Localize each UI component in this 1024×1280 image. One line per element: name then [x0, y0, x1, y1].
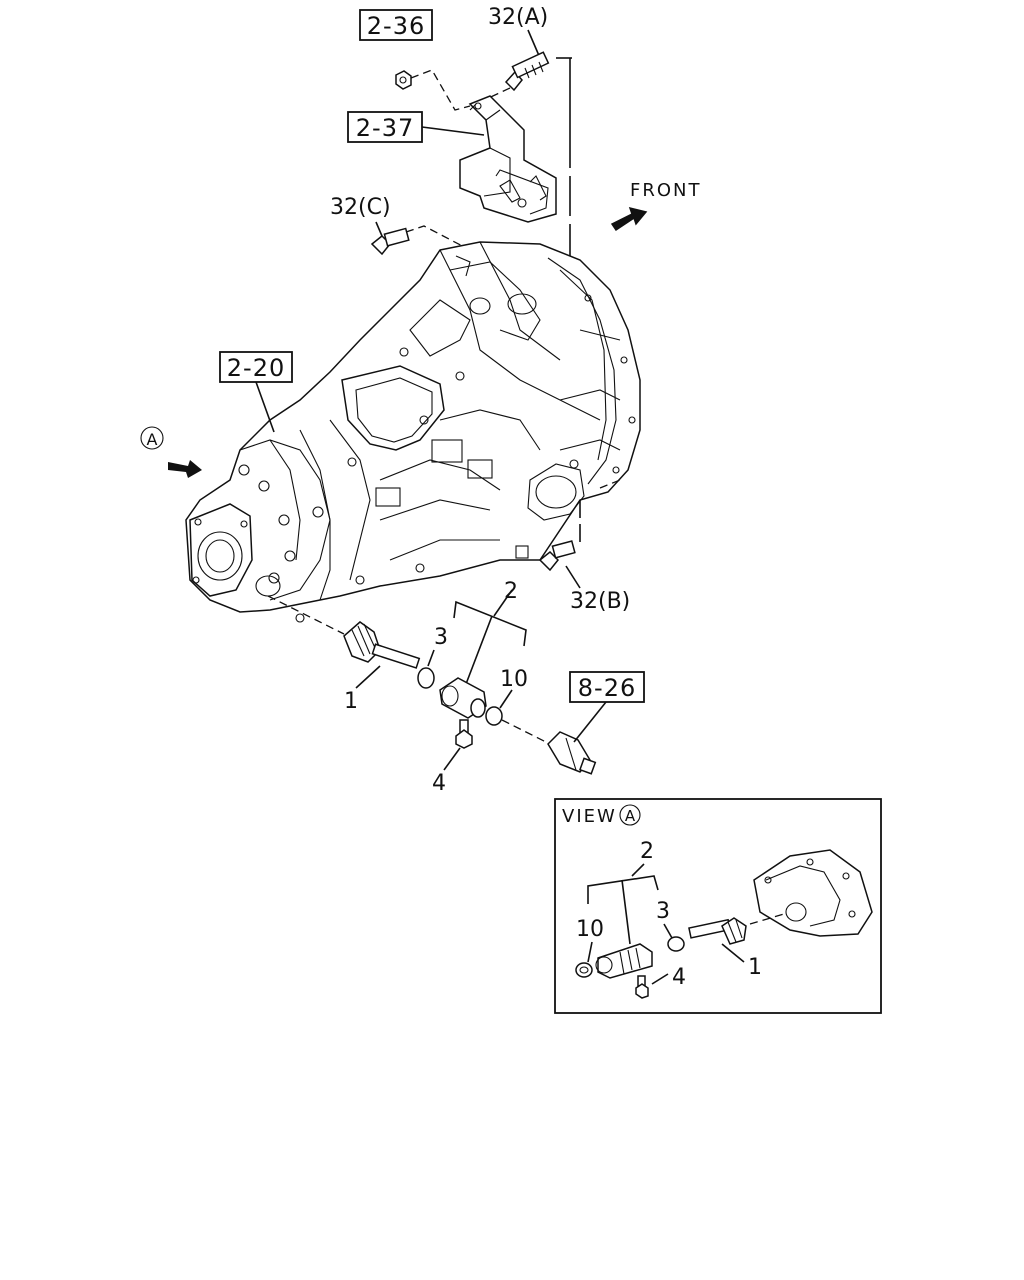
bolt-32a	[504, 51, 550, 92]
leader-32a	[527, 29, 541, 59]
bolt-32b	[538, 540, 576, 572]
dash-sensor	[501, 719, 547, 743]
o-ring-3	[417, 667, 435, 689]
svg-text:2-37: 2-37	[356, 114, 414, 142]
label-2: 2	[504, 579, 518, 604]
seal-10	[485, 706, 503, 726]
svg-text:A: A	[147, 430, 158, 449]
bracket-2	[453, 600, 527, 647]
label-32c: 32(C)	[330, 195, 391, 220]
leader-2-37	[421, 126, 485, 136]
label-3: 3	[434, 625, 448, 650]
leader-32c-dash	[405, 225, 471, 251]
inset-label-10: 10	[576, 917, 604, 942]
view-a-inset: VIEW A 2 10 3 4 1	[554, 798, 882, 1014]
view-a-arrow-icon	[168, 460, 202, 478]
inset-view-label: VIEW	[562, 806, 617, 827]
bracket-2-37	[459, 95, 557, 223]
ref-box-8-26[interactable]: 8-26	[569, 671, 645, 703]
transmission-housing	[185, 241, 641, 623]
ref-box-2-37[interactable]: 2-37	[347, 111, 423, 143]
leader-2-sleeve	[465, 615, 493, 685]
inset-label-4: 4	[672, 965, 686, 990]
leader-1	[355, 665, 381, 689]
sleeve-2	[439, 677, 487, 719]
ref-box-2-20[interactable]: 2-20	[219, 351, 293, 383]
leader-2-top	[493, 589, 513, 617]
svg-text:8-26: 8-26	[578, 674, 636, 702]
dash-bell	[599, 479, 621, 489]
bolt-4	[455, 719, 473, 749]
inset-label-1: 1	[748, 955, 762, 980]
label-10: 10	[500, 667, 528, 692]
svg-text:2-20: 2-20	[227, 354, 285, 382]
inset-label-3: 3	[656, 899, 670, 924]
view-a-marker: A	[140, 426, 164, 450]
driven-gear-1	[343, 621, 421, 669]
leader-2-36	[410, 69, 471, 111]
nut-2-36	[395, 70, 412, 90]
label-32a: 32(A)	[488, 5, 548, 30]
label-1: 1	[344, 689, 358, 714]
front-arrow-icon	[610, 206, 648, 232]
inset-label-2: 2	[640, 839, 654, 864]
inset-view-letter: A	[625, 807, 636, 825]
label-32b: 32(B)	[570, 589, 630, 614]
leader-2-20	[255, 381, 275, 433]
label-4: 4	[432, 771, 446, 796]
front-label: FRONT	[630, 180, 702, 201]
leader-10	[499, 689, 513, 709]
speed-sensor-8-26	[547, 731, 597, 775]
leader-32b	[565, 565, 581, 589]
svg-text:2-36: 2-36	[367, 12, 425, 40]
leader-4	[443, 747, 461, 771]
leader-3	[427, 649, 435, 667]
inset-bracket-2	[587, 875, 659, 904]
leader-32c	[375, 221, 383, 237]
leader-8-26	[573, 701, 607, 743]
dash-gear-housing	[267, 595, 345, 635]
bolt-32c	[370, 227, 410, 256]
ref-box-2-36[interactable]: 2-36	[359, 9, 433, 41]
